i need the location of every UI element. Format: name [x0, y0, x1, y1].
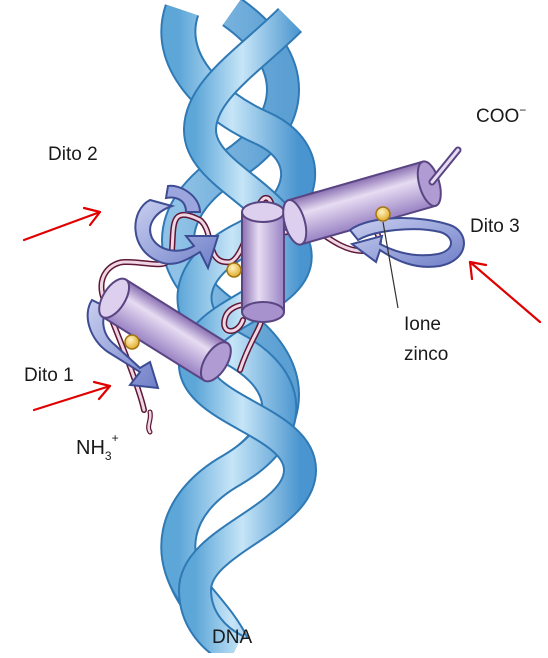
dito3-beta-sheet	[350, 218, 464, 267]
label-dito2: Dito 2	[48, 144, 98, 165]
zinc-ion-dito3	[376, 207, 390, 221]
arrow-to-dito3	[470, 262, 540, 322]
label-dna: DNA	[212, 627, 252, 648]
label-coo: COO−	[476, 103, 526, 127]
dito2-alpha-helix	[242, 202, 284, 322]
zinc-pointer-line	[383, 222, 398, 308]
arrow-to-dito1	[34, 382, 110, 410]
label-dito3: Dito 3	[470, 216, 520, 237]
zinc-ion-dito1	[125, 335, 139, 349]
label-ione: Ione	[404, 314, 441, 335]
label-zinco: zinco	[404, 344, 448, 365]
arrow-to-dito2	[24, 208, 100, 240]
label-nh3: NH3+	[76, 431, 119, 463]
c-terminus-stub	[432, 150, 458, 182]
label-dito1: Dito 1	[24, 365, 74, 386]
zinc-ion-dito2	[227, 263, 241, 277]
